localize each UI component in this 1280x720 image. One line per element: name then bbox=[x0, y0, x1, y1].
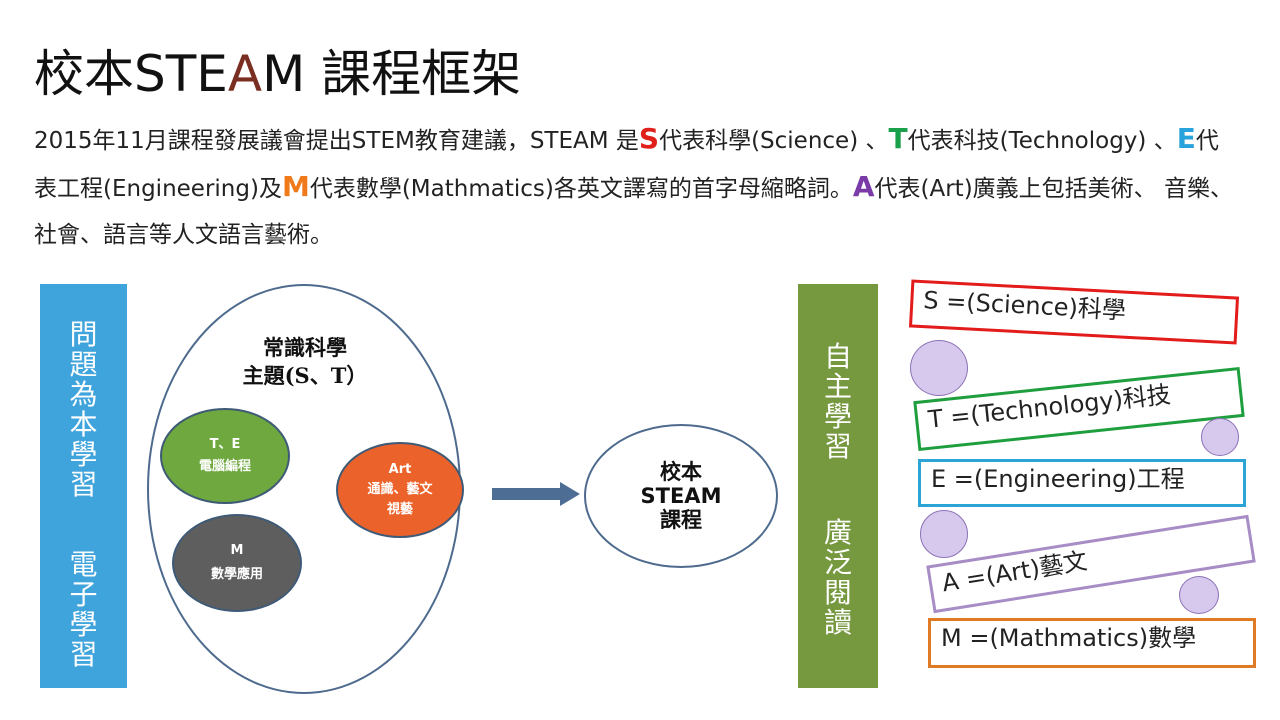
bubble-te: T、E 電腦編程 bbox=[160, 408, 290, 504]
left-bar-char: 學 bbox=[69, 608, 98, 641]
decorative-circle bbox=[1201, 418, 1239, 456]
bubble-te-line2: 電腦編程 bbox=[198, 459, 251, 474]
left-bar-char: 電 bbox=[69, 548, 98, 581]
intro-part-2: 代表科學(Science) 、 bbox=[659, 128, 889, 154]
bubble-art-line1: Art bbox=[388, 462, 412, 477]
definition-mathematics: M =(Mathmatics)數學 bbox=[928, 618, 1256, 668]
letter-s: S bbox=[638, 122, 660, 155]
left-bar-char: 習 bbox=[69, 638, 98, 671]
right-bar-char: 廣 bbox=[823, 516, 852, 549]
title-a: A bbox=[227, 45, 263, 103]
right-bar-char: 自 bbox=[823, 340, 852, 373]
letter-a: A bbox=[852, 170, 875, 203]
left-bar-char: 習 bbox=[69, 468, 98, 501]
ellipse-title-line1: 常識科學 bbox=[263, 335, 347, 360]
left-bar: 問 題 為 本 學 習 電 子 學 習 bbox=[40, 284, 127, 688]
definition-engineering: E =(Engineering)工程 bbox=[918, 459, 1246, 507]
ellipse-title: 常識科學 主題(S、T） bbox=[200, 334, 410, 390]
letter-e: E bbox=[1176, 122, 1196, 155]
left-bar-char: 為 bbox=[69, 378, 98, 411]
intro-part-3: 代表科技(Technology) 、 bbox=[907, 128, 1177, 154]
right-bar-char: 泛 bbox=[823, 546, 852, 579]
left-bar-char: 問 bbox=[69, 318, 98, 351]
result-line1: 校本 bbox=[660, 460, 702, 484]
ellipse-title-line2: 主題(S、T） bbox=[242, 363, 368, 388]
page-title: 校本STEAM 課程框架 bbox=[34, 44, 521, 104]
intro-part-5: 代表數學(Mathmatics)各英文譯寫的首字母縮略詞。 bbox=[309, 176, 853, 202]
bubble-te-line1: T、E bbox=[209, 437, 241, 452]
right-bar-char: 讀 bbox=[823, 606, 852, 639]
definition-science: S =(Science)科學 bbox=[908, 279, 1240, 345]
bubble-art-line2: 通識、藝文 bbox=[367, 482, 433, 497]
right-arrow-icon bbox=[492, 482, 580, 506]
bubble-art-line3: 視藝 bbox=[386, 502, 413, 517]
intro-part-6: 代表(Art)廣義上包括美術、 音樂、社會、語言等人文語言藝術。 bbox=[34, 176, 1233, 248]
bubble-m: M 數學應用 bbox=[172, 514, 302, 612]
bubble-m-line2: 數學應用 bbox=[210, 567, 263, 582]
intro-paragraph: 2015年11月課程發展議會提出STEM教育建議，STEAM 是S代表科學(Sc… bbox=[34, 116, 1234, 258]
left-bar-char: 子 bbox=[69, 578, 98, 611]
intro-part-1: 2015年11月課程發展議會提出STEM教育建議，STEAM 是 bbox=[34, 128, 639, 154]
result-line2: STEAM bbox=[640, 484, 722, 508]
right-bar-char: 閱 bbox=[823, 576, 852, 609]
intro-part-4: 代表工程(Engineering)及 bbox=[34, 128, 1219, 202]
right-bar-char: 學 bbox=[823, 400, 852, 433]
left-bar-char: 學 bbox=[69, 438, 98, 471]
right-bar: 自 主 學 習 廣 泛 閱 讀 bbox=[798, 284, 878, 688]
title-prefix: 校本STE bbox=[34, 45, 228, 103]
right-bar-char: 主 bbox=[823, 370, 852, 403]
decorative-circle bbox=[1179, 576, 1219, 614]
decorative-circle bbox=[920, 510, 968, 558]
result-line3: 課程 bbox=[660, 508, 702, 532]
decorative-circle bbox=[910, 340, 968, 396]
bubble-art: Art 通識、藝文 視藝 bbox=[336, 442, 464, 538]
letter-t: T bbox=[888, 122, 908, 155]
right-bar-char: 習 bbox=[823, 430, 852, 463]
title-suffix: M 課程框架 bbox=[262, 45, 522, 103]
left-bar-char: 本 bbox=[69, 408, 98, 441]
school-steam-ellipse: 校本 STEAM 課程 bbox=[584, 424, 778, 568]
letter-m: M bbox=[281, 170, 310, 203]
left-bar-char: 題 bbox=[69, 348, 98, 381]
bubble-m-line1: M bbox=[230, 543, 244, 558]
